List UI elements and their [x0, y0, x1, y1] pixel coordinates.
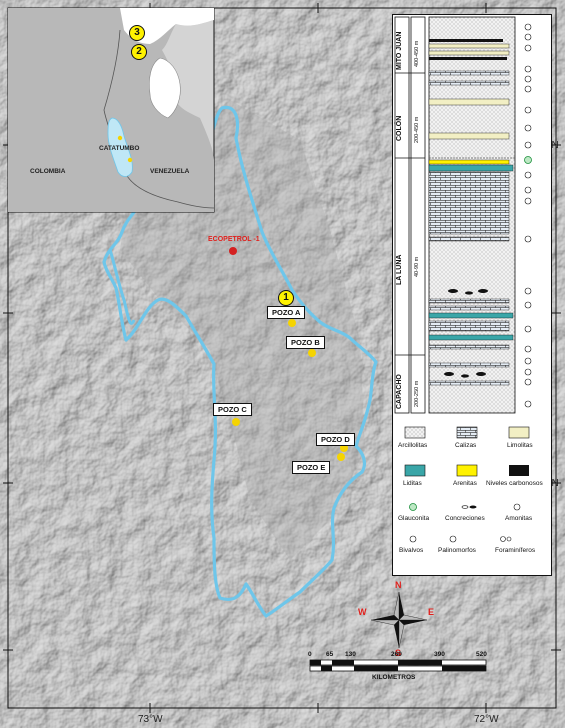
pozo-c-label: POZO C	[213, 403, 252, 416]
compass-rose	[370, 591, 428, 649]
lowland-area	[120, 100, 365, 560]
pozo-a-marker	[288, 319, 296, 327]
ecopetrol-marker	[229, 247, 237, 255]
legend-concreciones: Concreciones	[445, 515, 485, 522]
compass-n: N	[395, 580, 402, 590]
scale-bar	[309, 659, 487, 672]
scale-tick-65: 65	[326, 651, 334, 658]
inset-badge-3: 3	[129, 25, 145, 41]
formation-colon: COLÓN	[396, 115, 403, 141]
map-frame	[7, 7, 557, 709]
inset-label-colombia: COLOMBIA	[30, 168, 66, 175]
legend-niveles: Niveles carbonosos	[486, 480, 543, 487]
legend-limolitas: Limolitas	[507, 442, 533, 449]
legend-glauconita: Glauconita	[398, 515, 430, 522]
pozo-a-label: POZO A	[267, 306, 306, 319]
compass-e: E	[428, 607, 435, 617]
legend-palinomorfos: Palinomorfos	[438, 547, 476, 554]
inset-label-venezuela: VENEZUELA	[150, 168, 190, 175]
legend-arcillolitas: Arcillolitas	[398, 442, 428, 449]
legend-foraminiferos: Foraminíferos	[495, 547, 536, 554]
catatumbo-basin-outline	[102, 105, 378, 618]
legend-bivalvos: Bivalvos	[399, 547, 424, 554]
inset-label-catatumbo: CATATUMBO	[99, 145, 140, 152]
pozo-d-label: POZO D	[316, 433, 355, 446]
scale-tick-520: 520	[476, 651, 487, 658]
legend-liditas: Liditas	[403, 480, 422, 487]
inset-basin	[107, 117, 133, 177]
pozo-d-marker	[340, 444, 348, 452]
scale-tick-260: 260	[391, 651, 402, 658]
stratigraphic-column	[394, 16, 532, 543]
pozo-c-marker	[232, 418, 240, 426]
legend-calizas: Calizas	[455, 442, 477, 449]
lon-label-73w: 73°W	[138, 714, 163, 725]
stratigraphic-column-panel: MITO JUAN 400-450 m COLÓN 200-450 m LA L…	[392, 14, 552, 576]
formation-capacho: CAPACHO	[396, 374, 403, 409]
thickness-mito-juan: 400-450 m	[414, 40, 420, 67]
compass-s: S	[395, 648, 402, 658]
inset-badge-2: 2	[131, 44, 147, 60]
inset-lake-maracaibo	[149, 57, 181, 119]
basin-lobe	[108, 249, 136, 325]
pozo-e-marker	[337, 453, 345, 461]
pozo-e-label: POZO E	[292, 461, 331, 474]
thickness-la-luna: 40-90 m	[414, 256, 420, 277]
legend-arenitas: Arenitas	[453, 480, 477, 487]
compass-w: W	[358, 607, 367, 617]
ecopetrol-label: ECOPETROL -1	[208, 236, 260, 243]
scale-tick-390: 390	[434, 651, 445, 658]
scale-unit: KILOMETROS	[372, 674, 416, 681]
legend-amonitas: Amonitas	[505, 515, 533, 522]
scale-tick-130: 130	[345, 651, 356, 658]
scale-tick-0: 0	[308, 651, 312, 658]
main-badge-1: 1	[278, 290, 294, 306]
formation-la-luna: LA LUNA	[396, 254, 403, 285]
thickness-capacho: 200-250 m	[414, 380, 420, 407]
formation-mito-juan: MITO JUAN	[396, 31, 403, 70]
lon-label-72w: 72°W	[474, 714, 499, 725]
pozo-b-label: POZO B	[286, 336, 325, 349]
pozo-b-marker	[308, 349, 316, 357]
thickness-colon: 200-450 m	[414, 116, 420, 143]
